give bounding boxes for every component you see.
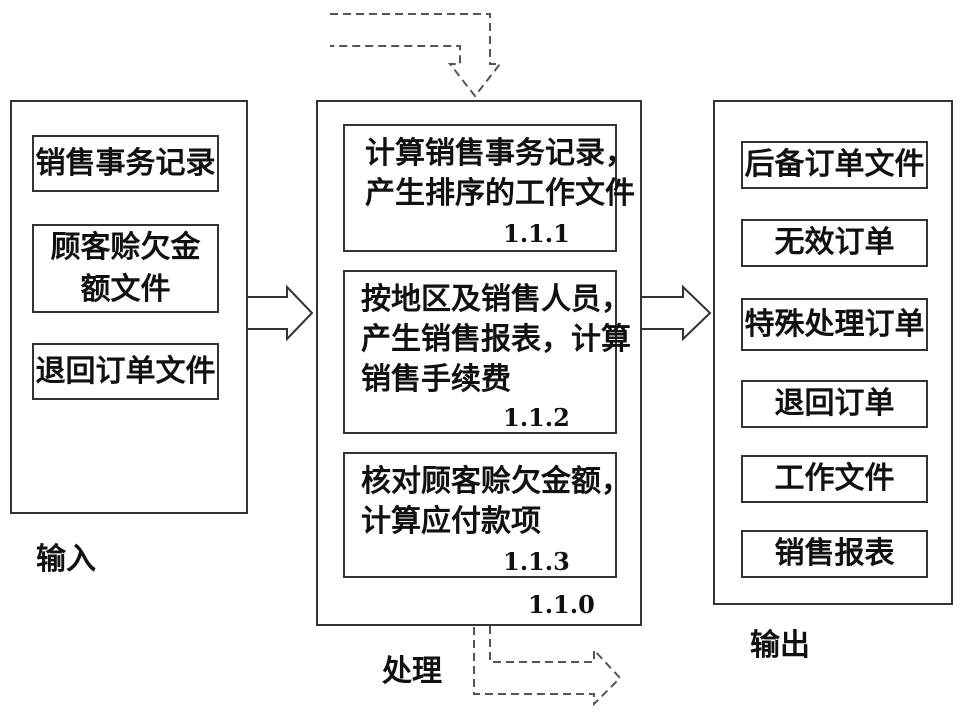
- process-step-1-code: 1.1.1: [503, 219, 570, 248]
- input-to-process-arrow: [248, 284, 314, 342]
- input-label: 输入: [36, 542, 96, 577]
- input-item-returned-orders-file: 退回订单文件: [32, 343, 219, 400]
- output-item-work-file: 工作文件: [741, 455, 928, 503]
- output-item-invalid-orders: 无效订单: [741, 219, 928, 267]
- process-code: 1.1.0: [528, 590, 595, 619]
- process-step-3: 核对顾客赊欠金额， 计算应付款项 1.1.3: [343, 452, 631, 578]
- process-step-2: 按地区及销售人员， 产生销售报表，计算 销售手续费 1.1.2: [343, 270, 631, 434]
- input-item-customer-credit-file: 顾客赊欠金额文件: [32, 224, 219, 313]
- incoming-dashed-arrow: [330, 13, 503, 98]
- input-item-sales-records: 销售事务记录: [32, 135, 219, 192]
- output-item-returned-orders: 退回订单: [741, 380, 928, 428]
- output-item-backorder-file: 后备订单文件: [741, 141, 928, 189]
- process-label: 处理: [382, 654, 442, 689]
- output-label: 输出: [750, 628, 810, 663]
- process-to-output-arrow: [642, 284, 712, 342]
- process-step-3-code: 1.1.3: [503, 547, 570, 576]
- process-step-1: 计算销售事务记录， 产生排序的工作文件 1.1.1: [343, 124, 635, 252]
- process-step-2-code: 1.1.2: [503, 403, 570, 432]
- output-item-sales-report: 销售报表: [741, 530, 928, 578]
- outgoing-dashed-arrow: [473, 626, 622, 707]
- output-item-special-orders: 特殊处理订单: [741, 298, 928, 351]
